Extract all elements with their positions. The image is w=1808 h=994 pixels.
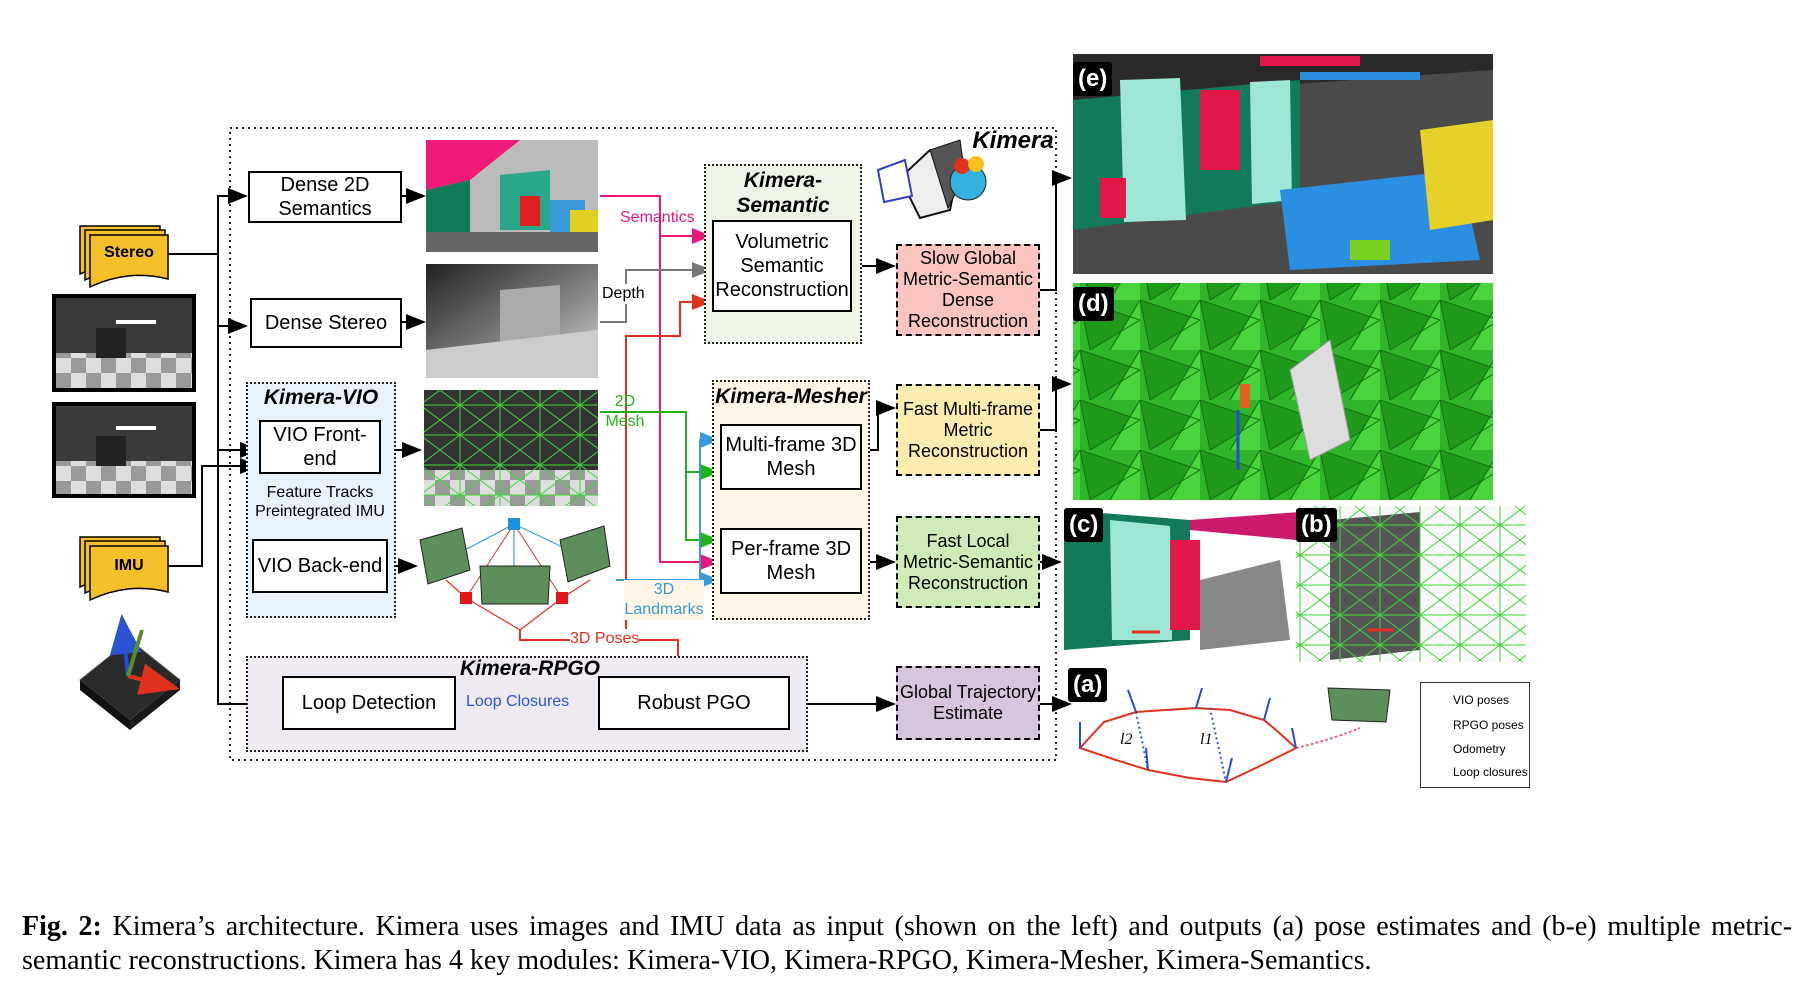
panel-d-mesh	[1073, 283, 1493, 500]
factor-graph-illustration	[419, 518, 611, 631]
edge-label-depth: Depth	[602, 284, 645, 304]
kimera-title: Kimera	[972, 127, 1054, 154]
trajectory-label-l1: l1	[1200, 731, 1213, 748]
caption-text: Kimera’s architecture. Kimera uses image…	[22, 911, 1793, 976]
mesh-image-thumbnail	[424, 390, 598, 506]
panel-tag-b: (b)	[1296, 508, 1337, 542]
global-trajectory-output: Global Trajectory Estimate	[896, 666, 1040, 740]
stereo-left-photo	[52, 294, 196, 392]
per-frame-mesh-block: Per-frame 3D Mesh	[720, 528, 862, 594]
edge-label-preintegrated-imu: Preintegrated IMU	[255, 503, 385, 520]
panel-e-reconstruction	[1073, 54, 1493, 274]
edge-label-feature-tracks: Feature Tracks	[266, 484, 374, 501]
stereo-input-icon	[79, 225, 169, 289]
kimera-rpgo-title: Kimera-RPGO	[459, 657, 601, 680]
panel-tag-d: (d)	[1073, 287, 1114, 321]
edge-label-3d-landmarks: 3D Landmarks	[624, 580, 704, 620]
edge-label-3d-poses: 3D Poses	[570, 629, 640, 649]
semantic-image-thumbnail	[426, 140, 598, 252]
dense-2d-semantics-block: Dense 2D Semantics	[248, 171, 402, 223]
legend-odometry: Odometry	[1453, 742, 1506, 756]
kimera-semantic-title: Kimera-Semantic	[736, 169, 830, 217]
edge-label-semantics: Semantics	[620, 209, 695, 226]
depth-image-thumbnail	[426, 264, 598, 378]
vio-frontend-block: VIO Front-end	[259, 420, 381, 474]
edge-label-2d-mesh: 2D Mesh	[605, 393, 645, 430]
legend-vio-poses: VIO poses	[1453, 693, 1510, 707]
legend-loop-closures: Loop closures	[1453, 765, 1528, 779]
imu-label: IMU	[114, 557, 144, 574]
vio-backend-block: VIO Back-end	[252, 539, 388, 593]
robust-pgo-block: Robust PGO	[598, 676, 790, 730]
loop-detection-block: Loop Detection	[282, 676, 456, 730]
trajectory-legend: VIO poses RPGO poses Odometry Loop closu…	[1420, 682, 1530, 788]
legend-rpgo-poses: RPGO poses	[1453, 718, 1524, 732]
trajectory-label-l2: l2	[1120, 731, 1133, 748]
panel-tag-e: (e)	[1073, 62, 1113, 96]
panel-tag-c: (c)	[1064, 508, 1104, 542]
panel-tag-a: (a)	[1068, 668, 1108, 702]
edge-label-loop-closures: Loop Closures	[466, 692, 570, 712]
kimera-logo	[876, 139, 987, 220]
kimera-mesher-title: Kimera-Mesher	[715, 385, 867, 408]
figure-caption: Fig. 2: Kimera’s architecture. Kimera us…	[22, 910, 1792, 978]
dense-stereo-block: Dense Stereo	[250, 298, 402, 348]
kimera-frame	[229, 127, 1057, 761]
multi-frame-mesh-block: Multi-frame 3D Mesh	[720, 424, 862, 490]
imu-chip-icon	[79, 614, 181, 730]
stereo-label: Stereo	[104, 244, 154, 261]
volumetric-semantic-block: Volumetric Semantic Reconstruction	[712, 220, 852, 312]
kimera-vio-title: Kimera-VIO	[263, 386, 379, 409]
slow-global-output: Slow Global Metric-Semantic Dense Recons…	[896, 244, 1040, 336]
panel-a-trajectory	[1078, 687, 1391, 784]
stereo-right-photo	[52, 402, 196, 498]
caption-label: Fig. 2:	[22, 911, 102, 942]
fast-multi-output: Fast Multi-frame Metric Reconstruction	[896, 384, 1040, 476]
fast-local-output: Fast Local Metric-Semantic Reconstructio…	[896, 516, 1040, 608]
imu-input-icon	[79, 536, 169, 602]
